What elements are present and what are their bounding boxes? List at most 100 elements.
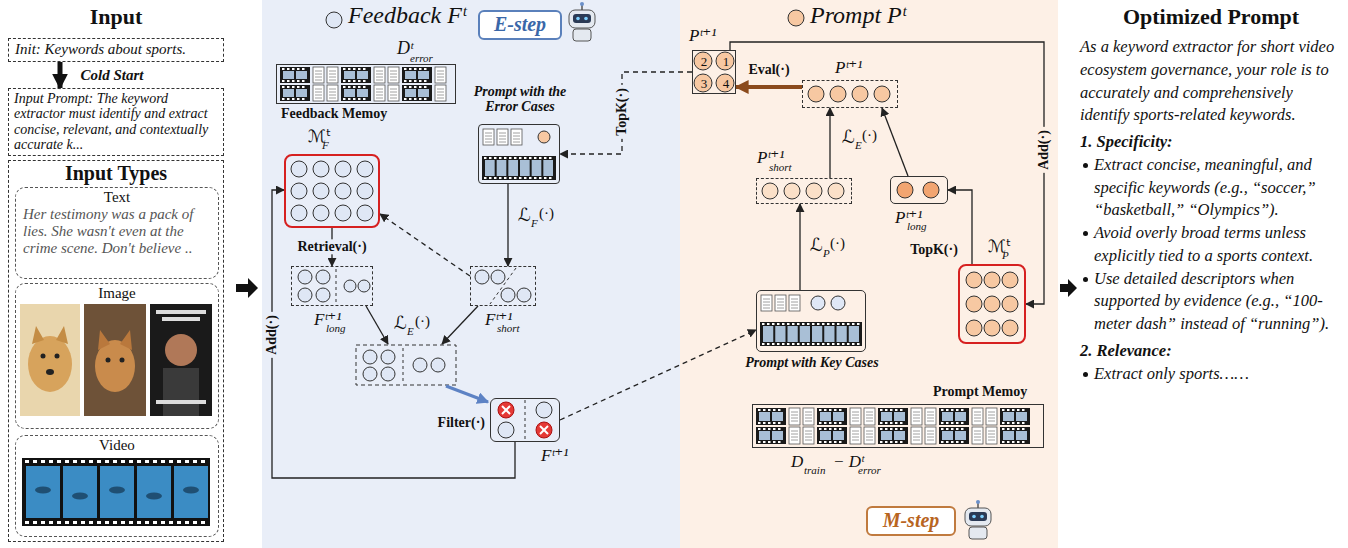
film-hole [1017, 409, 1020, 411]
document-line [852, 415, 859, 416]
prompt-text: Avoid overly broad terms unless explicit… [1094, 222, 1342, 268]
annotation: (·) [539, 205, 554, 222]
film-hole [348, 80, 351, 82]
robot-visor [969, 512, 987, 521]
document-line [390, 89, 397, 90]
film-frame [485, 160, 495, 176]
film-hole [353, 80, 356, 82]
film-frame [894, 431, 905, 440]
film-hole [363, 80, 366, 82]
film-hole [509, 177, 512, 179]
memory-item [344, 280, 356, 292]
cat-ears [98, 330, 132, 350]
film-hole [49, 521, 53, 524]
film-hole [292, 86, 295, 88]
node-text: Prompt with the Error Cases [463, 84, 577, 115]
film-hole [1007, 422, 1010, 424]
document-line [913, 421, 920, 422]
film-hole [404, 98, 407, 100]
document-line [852, 434, 859, 435]
memory-item [1002, 320, 1018, 336]
memory-item [897, 182, 913, 198]
film-hole [57, 521, 61, 524]
video-frame [100, 466, 134, 518]
document-line [437, 92, 444, 93]
robot-icon [965, 500, 991, 539]
film-frame [543, 160, 553, 176]
document-line [376, 71, 383, 72]
document-line [437, 71, 444, 72]
memory-item [966, 296, 982, 312]
document-line [329, 98, 336, 99]
film-hole [773, 409, 776, 411]
document-icon [483, 129, 494, 145]
node-text: E-step [480, 13, 560, 36]
document-line [791, 412, 798, 413]
document-line [390, 80, 397, 81]
film-hole [161, 521, 165, 524]
document-icon [864, 408, 875, 425]
fish [35, 487, 51, 494]
film-hole [33, 460, 37, 463]
memory-item [984, 296, 1000, 312]
film-hole [772, 343, 775, 345]
film-hole [857, 343, 860, 345]
film-frame [775, 326, 785, 342]
bullet-item: Use detailed descriptors when supported … [1080, 268, 1342, 336]
film-strip [878, 427, 908, 444]
film-hole [829, 422, 832, 424]
node-text: error [858, 464, 881, 476]
document-line [927, 418, 934, 419]
document-line [866, 437, 873, 438]
robot-antenna-tip [976, 500, 980, 504]
document-line [852, 412, 859, 413]
memory-box: Prompt MemoyDtrain− Dᵗerror [752, 404, 1044, 448]
cross-mark [502, 406, 510, 414]
dog-eye [55, 354, 60, 359]
document-line [791, 415, 798, 416]
film-frame [812, 326, 822, 342]
document-line [805, 418, 812, 419]
document-icon [925, 427, 936, 444]
film-hole [414, 80, 417, 82]
film-frame [820, 431, 831, 440]
film-hole [287, 80, 290, 82]
film-hole [504, 157, 507, 159]
document-line [329, 74, 336, 75]
robot-antenna-tip [580, 2, 584, 6]
document-icon [864, 427, 875, 444]
memory-item [357, 161, 373, 177]
film-hole [1012, 441, 1015, 443]
memory-item [363, 367, 377, 381]
film-hole [358, 98, 361, 100]
film-hole [817, 343, 820, 345]
document-line [805, 412, 812, 413]
fish [109, 487, 125, 494]
robot-eye [972, 515, 976, 519]
film-hole [287, 86, 290, 88]
memory-item [538, 131, 550, 143]
document-icon [327, 85, 338, 101]
film-hole [404, 68, 407, 70]
document-line [499, 139, 506, 140]
film-hole [105, 521, 109, 524]
film-hole [419, 68, 422, 70]
meme-caption-bar [162, 317, 200, 321]
node-text: Feedback Memoy [281, 106, 387, 122]
film-hole [890, 409, 893, 411]
bullet-dot [1083, 372, 1088, 377]
eval-box: Pᵗ⁺¹2134 [692, 50, 736, 94]
memory-item [381, 350, 395, 364]
document-line [852, 431, 859, 432]
film-hole [822, 323, 825, 325]
film-hole [819, 422, 822, 424]
film-hole [837, 343, 840, 345]
document-line [329, 71, 336, 72]
node-text: Video [16, 437, 218, 454]
group-box: Input TypesTextHer testimony was a pack … [8, 160, 224, 542]
connector [736, 85, 802, 89]
memory-item [291, 205, 307, 221]
memory-item [313, 205, 329, 221]
memory-box: DᵗerrorFeedback Memoy [276, 64, 456, 104]
connector [58, 62, 63, 88]
